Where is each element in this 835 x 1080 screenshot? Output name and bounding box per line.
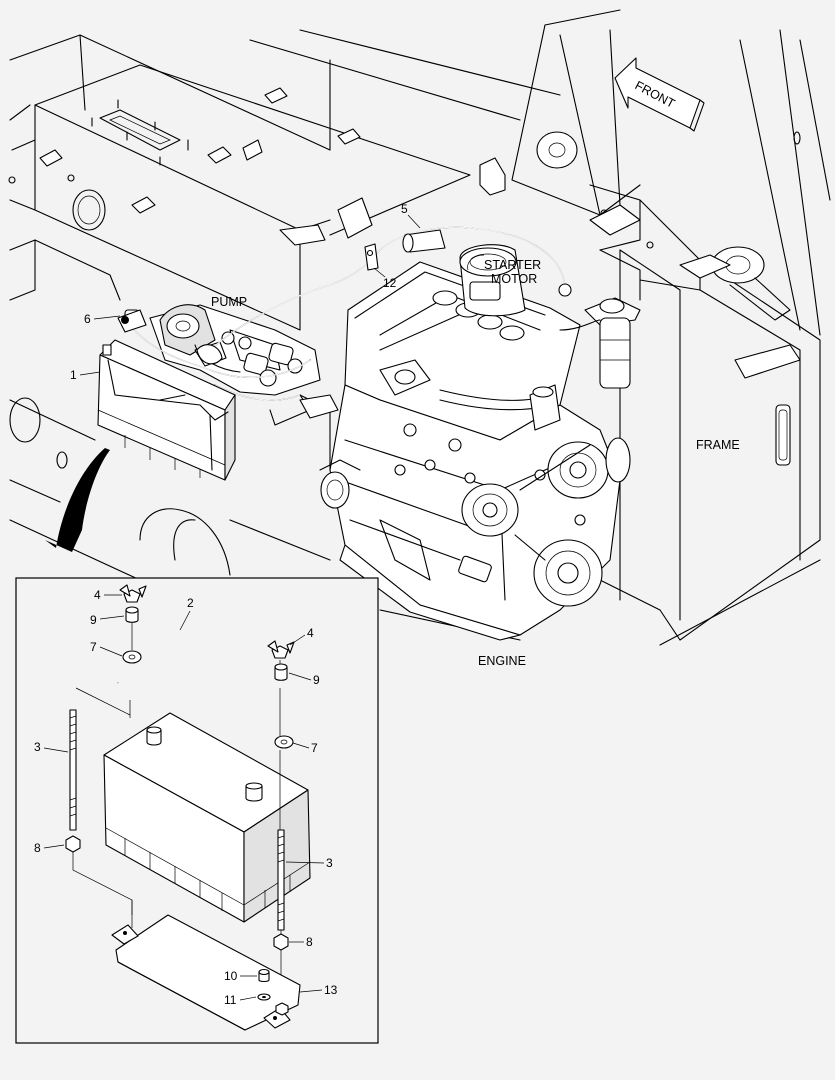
battery-cable-6	[129, 324, 311, 401]
deck-brackets	[39, 87, 731, 279]
detail-arrow	[45, 448, 110, 552]
starter-label-line1: STARTER	[484, 258, 541, 272]
inset-callout-2: 2	[187, 596, 194, 610]
battery-main	[97, 309, 236, 481]
inset-callout-3b: 3	[326, 856, 333, 870]
inset-callout-3a: 3	[34, 740, 41, 754]
callout-6: 6	[84, 312, 91, 326]
inset-callout-4a: 4	[94, 588, 101, 602]
callout-5: 5	[401, 202, 408, 216]
engine-assembly	[299, 244, 641, 641]
inset-callout-8b: 8	[306, 935, 313, 949]
inset-callout-11: 11	[224, 993, 237, 1007]
engine-label: ENGINE	[478, 654, 526, 668]
inset-callout-9a: 9	[90, 613, 97, 627]
wing-nuts	[119, 584, 295, 659]
battery-cable-5	[204, 226, 572, 356]
starter-label-line2: MOTOR	[491, 272, 537, 286]
callout-1: 1	[70, 368, 77, 382]
inset-callout-13: 13	[324, 983, 338, 997]
inset-callout-4b: 4	[307, 626, 314, 640]
pulleys	[461, 437, 631, 607]
callout-12: 12	[383, 276, 397, 290]
main-callouts: 1 5 6 12	[70, 202, 421, 382]
inset-callout-10: 10	[224, 969, 238, 983]
exploded-view-inset: 2 3 3 4 4 7 7 8 8 9 9 10 11 13	[15, 577, 379, 1044]
front-arrow: FRONT	[614, 57, 705, 132]
inset-callout-9b: 9	[313, 673, 320, 687]
deck-bolts	[91, 99, 654, 249]
fuel-filter	[559, 297, 641, 389]
frame-label: FRAME	[696, 438, 740, 452]
cable-clip-12	[364, 243, 379, 271]
machine-frame	[8, 9, 831, 646]
inset-callout-7b: 7	[311, 741, 318, 755]
battery-exploded	[103, 712, 311, 923]
spacers	[125, 606, 288, 681]
inset-callout-7a: 7	[90, 640, 97, 654]
inset-callout-8a: 8	[34, 841, 41, 855]
pump-label: PUMP	[211, 295, 247, 309]
hex-nuts	[65, 835, 289, 951]
